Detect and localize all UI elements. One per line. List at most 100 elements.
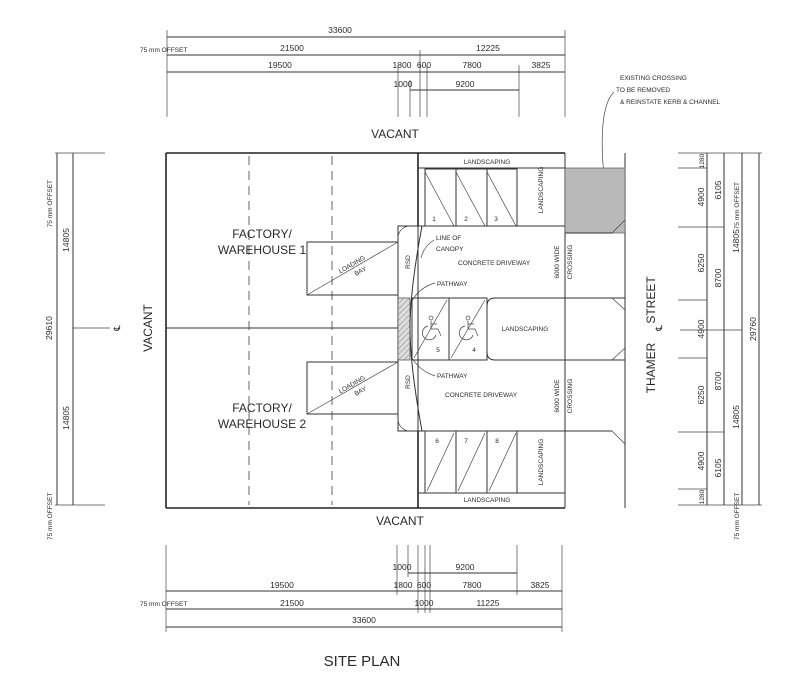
note-line-3: & REINSTATE KERB & CHANNEL — [620, 99, 721, 106]
dim-right-6250: 6250 — [696, 253, 706, 272]
dim-right-29760: 29760 — [748, 317, 758, 341]
pathway-hatch — [397, 297, 411, 361]
dim-right-6250: 6250 — [696, 385, 706, 404]
dim-bottom-7800: 7800 — [463, 580, 482, 590]
dim-bottom-9200: 9200 — [456, 562, 475, 572]
parking-bay-5: 5 — [436, 347, 440, 354]
dim-top-12225: 12225 — [476, 43, 500, 53]
dim-top-7800: 7800 — [463, 60, 482, 70]
canopy-leader-arrow — [420, 239, 435, 259]
parking-bay-1: 1 — [432, 216, 436, 223]
dim-top-21500: 21500 — [280, 43, 304, 53]
dim-top-600: 600 — [417, 60, 431, 70]
dim-bottom-1000: 1000 — [393, 562, 412, 572]
door-swing-icon — [397, 418, 411, 432]
warehouse-buildings: FACTORY/ WAREHOUSE 1 FACTORY/ WAREHOUSE … — [166, 153, 419, 508]
wheelchair-icon — [422, 315, 442, 341]
bottom-dimensions: 1000 9200 19500 1800 600 7800 3825 75 mm… — [140, 545, 563, 632]
landscaping-right-top-label: LANDSCAPING — [538, 167, 545, 214]
concrete-driveway-label-1: CONCRETE DRIVEWAY — [458, 260, 531, 267]
centerline-symbol-street: ℄ — [654, 325, 664, 332]
dim-bottom-overall: 33600 — [352, 615, 376, 625]
landscaping-right-bottom-label: LANDSCAPING — [538, 439, 545, 486]
crossing-2-label-line2: CROSSING — [567, 379, 574, 414]
dim-bottom-11225: 11225 — [476, 598, 499, 608]
pathway-leader-arrow — [410, 282, 436, 304]
dim-top-overall: 33600 — [328, 25, 352, 35]
dim-bottom-19500: 19500 — [270, 580, 294, 590]
warehouse-1-label-line2: WAREHOUSE 1 — [218, 243, 307, 257]
vacant-left-label: VACANT — [141, 303, 155, 351]
dim-top-1000: 1000 — [394, 79, 413, 89]
dim-right-1280-bottom: 1280 — [699, 489, 706, 504]
drawing-title: SITE PLAN — [324, 653, 401, 670]
rsd-label-2: RSD — [405, 375, 412, 389]
dim-top-1800: 1800 — [393, 60, 412, 70]
parking-bay-8: 8 — [495, 438, 499, 445]
loading-bay-1 — [306, 241, 399, 296]
dim-top-3825: 3825 — [532, 60, 551, 70]
offset-label-left-top: 75 mm OFFSET — [47, 180, 54, 227]
dim-left-14805-bottom: 14805 — [61, 406, 71, 430]
landscaping-top-label: LANDSCAPING — [464, 159, 511, 166]
offset-label-bottom: 75 mm OFFSET — [140, 601, 187, 608]
dim-right-4900: 4900 — [696, 451, 706, 470]
dim-bottom-1000b: 1000 — [415, 598, 434, 608]
landscaping-island — [486, 297, 625, 361]
parking-bay-4: 4 — [472, 347, 476, 354]
parking-bay-3: 3 — [494, 216, 498, 223]
centerline-symbol-left: ℄ — [112, 325, 122, 332]
door-swing-icon — [397, 225, 411, 239]
dim-bottom-3825: 3825 — [531, 580, 550, 590]
dim-right-14805-top: 14805 — [731, 229, 741, 253]
vacant-bottom-label: VACANT — [376, 514, 424, 528]
note-line-1: EXISTING CROSSING — [620, 75, 687, 82]
loading-bay-1-label-line2: BAY — [354, 265, 369, 278]
left-dimensions: ℄ 29610 14805 14805 75 mm OFFSET 75 mm O… — [44, 152, 122, 540]
right-dimensions: 1280 4900 6250 4900 6250 4900 1280 6105 … — [678, 152, 762, 540]
dim-right-14805-bottom: 14805 — [731, 405, 741, 429]
dim-right-1280-top: 1280 — [699, 153, 706, 168]
dim-right-4900: 4900 — [696, 319, 706, 338]
offset-label-right-top: 75 mm OFFSET — [734, 182, 741, 229]
warehouse-1-label-line1: FACTORY/ — [232, 227, 292, 241]
dim-left-14805-top: 14805 — [61, 228, 71, 252]
warehouse-2-label-line2: WAREHOUSE 2 — [218, 417, 307, 431]
pathway-label-2: PATHWAY — [437, 373, 468, 380]
crossing-1-label-line2: CROSSING — [567, 245, 574, 280]
dim-bottom-21500: 21500 — [280, 598, 304, 608]
dim-right-8700: 8700 — [713, 371, 723, 390]
line-of-canopy-label-2: CANOPY — [436, 246, 464, 253]
car-park: 1 2 3 5 4 6 7 8 LANDSCAPING LANDSCAPING … — [410, 159, 626, 504]
offset-label-left-bottom: 75 mm OFFSET — [47, 493, 54, 540]
loading-bay-2-label-line2: BAY — [354, 385, 369, 398]
existing-crossing-shaded — [564, 167, 626, 234]
note-line-2: TO BE REMOVED — [616, 87, 670, 94]
pathway-label-1: PATHWAY — [437, 281, 468, 288]
offset-label-top: 75 mm OFFSET — [140, 47, 187, 54]
street-label-name: THAMER — [644, 342, 658, 393]
dim-bottom-600: 600 — [417, 580, 431, 590]
dim-right-6105: 6105 — [713, 458, 723, 477]
warehouse-2-label-line1: FACTORY/ — [232, 401, 292, 415]
dim-top-19500: 19500 — [268, 60, 292, 70]
dim-right-4900: 4900 — [696, 187, 706, 206]
parking-bay-7: 7 — [464, 438, 468, 445]
parking-bay-2: 2 — [464, 216, 468, 223]
landscaping-island-label: LANDSCAPING — [502, 326, 549, 333]
loading-bay-2 — [306, 361, 399, 415]
crossing-1-label-line1: 6000 WIDE — [554, 245, 561, 279]
top-dimensions: 33600 75 mm OFFSET 21500 12225 19500 180… — [140, 25, 566, 117]
dim-top-9200: 9200 — [456, 79, 475, 89]
dim-right-6105: 6105 — [713, 180, 723, 199]
concrete-driveway-label-2: CONCRETE DRIVEWAY — [445, 392, 518, 399]
street-label-street: STREET — [644, 276, 658, 324]
offset-label-right-bottom: 75 mm OFFSET — [734, 493, 741, 540]
dim-left-29610: 29610 — [44, 316, 54, 340]
parking-bay-6: 6 — [435, 438, 439, 445]
dim-bottom-1800: 1800 — [394, 580, 413, 590]
rsd-label-1: RSD — [405, 255, 412, 269]
site-boundary — [165, 152, 626, 509]
